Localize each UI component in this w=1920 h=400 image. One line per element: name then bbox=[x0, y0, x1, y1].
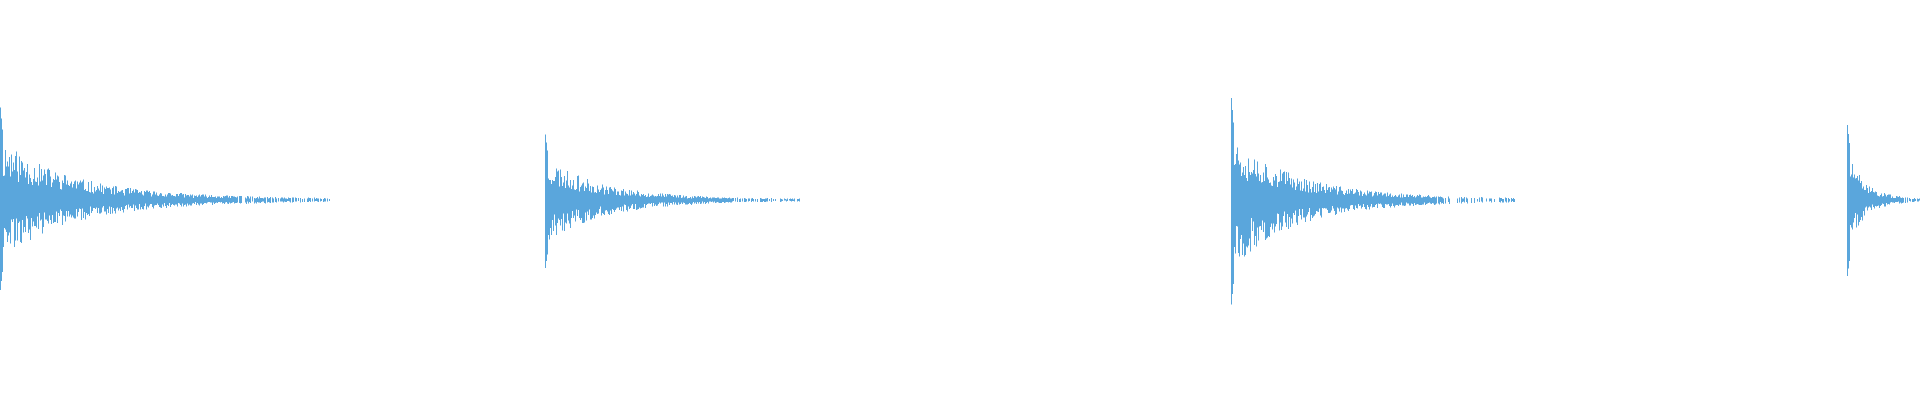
waveform-hit-trace bbox=[1231, 98, 1515, 305]
waveform-hit-trace bbox=[0, 107, 330, 290]
waveform-hit-3 bbox=[1231, 98, 1515, 305]
waveform-hit-1 bbox=[0, 107, 330, 290]
waveform-hit-2 bbox=[545, 134, 800, 268]
waveform-hit-4 bbox=[1847, 125, 1920, 277]
waveform-hit-trace bbox=[1847, 125, 1920, 277]
waveform-hit-trace bbox=[545, 134, 800, 268]
